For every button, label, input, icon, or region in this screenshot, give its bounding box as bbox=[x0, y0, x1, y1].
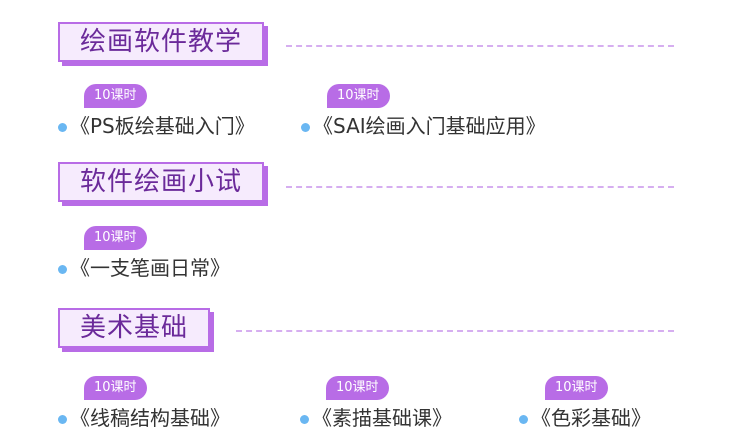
bullet-dot-icon bbox=[300, 415, 309, 424]
section-title-text: 软件绘画小试 bbox=[58, 162, 265, 202]
bullet-dot-icon bbox=[58, 123, 67, 132]
dashed-divider bbox=[236, 330, 674, 332]
section-title-text: 绘画软件教学 bbox=[58, 22, 265, 62]
course-name[interactable]: 《线稿结构基础》 bbox=[70, 406, 230, 430]
bullet-dot-icon bbox=[301, 123, 310, 132]
bullet-dot-icon bbox=[519, 415, 528, 424]
dashed-divider bbox=[286, 186, 674, 188]
lesson-count-badge: 10课时 bbox=[545, 376, 608, 400]
section-title: 美术基础 bbox=[58, 308, 215, 352]
lesson-count-badge: 10课时 bbox=[84, 376, 147, 400]
course-name[interactable]: 《色彩基础》 bbox=[531, 406, 651, 430]
course-name[interactable]: 《一支笔画日常》 bbox=[70, 256, 230, 280]
course-name[interactable]: 《SAI绘画入门基础应用》 bbox=[313, 114, 546, 138]
section-title-text: 美术基础 bbox=[58, 308, 211, 348]
course-name[interactable]: 《素描基础课》 bbox=[312, 406, 452, 430]
dashed-divider bbox=[286, 45, 674, 47]
section-title: 绘画软件教学 bbox=[58, 22, 269, 66]
lesson-count-badge: 10课时 bbox=[326, 376, 389, 400]
bullet-dot-icon bbox=[58, 415, 67, 424]
lesson-count-badge: 10课时 bbox=[84, 226, 147, 250]
course-name[interactable]: 《PS板绘基础入门》 bbox=[70, 114, 255, 138]
section-title: 软件绘画小试 bbox=[58, 162, 269, 206]
lesson-count-badge: 10课时 bbox=[84, 84, 147, 108]
lesson-count-badge: 10课时 bbox=[327, 84, 390, 108]
bullet-dot-icon bbox=[58, 265, 67, 274]
